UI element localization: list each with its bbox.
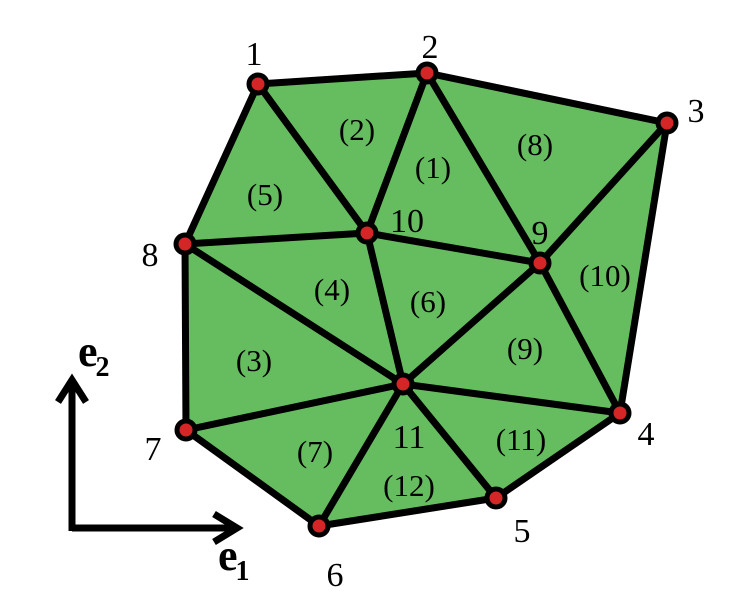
- edge-layer: [181, 69, 671, 530]
- node-marker-9: [528, 251, 552, 275]
- mesh-edge-6-7: [182, 426, 323, 530]
- element-label-11: (11): [496, 422, 547, 457]
- node-label-3: 3: [688, 93, 705, 130]
- mesh-edge-4-5: [492, 409, 624, 502]
- element-label-layer: (1) (2) (3) (4) (5) (6) (7) (8) (9) (10) (11) (12): [236, 112, 631, 503]
- node-marker-3: [655, 111, 679, 135]
- e2-label: e2: [78, 327, 110, 383]
- e2-arrowhead: [55, 373, 89, 404]
- mesh-edge-4-9: [536, 259, 624, 417]
- mesh-edge-10-2: [363, 69, 431, 237]
- node-label-8: 8: [142, 237, 159, 274]
- mesh-edge-2-9: [423, 69, 544, 267]
- element-label-3: (3): [236, 343, 272, 378]
- mesh-edge-11-7: [182, 380, 407, 434]
- element-label-10: (10): [579, 258, 631, 293]
- mesh-edge-10-8: [181, 229, 371, 248]
- mesh-edge-11-9: [399, 259, 544, 388]
- element-label-9: (9): [507, 331, 543, 366]
- mesh-edge-11-4: [399, 380, 624, 417]
- mesh-edge-1-2: [254, 69, 431, 88]
- node-marker-1: [246, 72, 270, 96]
- node-marker-7: [174, 418, 198, 442]
- element-label-7: (7): [297, 434, 333, 469]
- node-marker-2: [415, 61, 439, 85]
- mesh-edge-10-11: [363, 229, 407, 388]
- node-label-1: 1: [246, 36, 263, 73]
- element-label-12: (12): [383, 468, 435, 503]
- node-label-9: 9: [532, 215, 549, 252]
- node-label-11: 11: [393, 419, 426, 456]
- mesh-edge-11-6: [315, 380, 407, 530]
- element-label-1: (1): [415, 150, 451, 185]
- node-layer: [173, 61, 679, 538]
- node-marker-5: [484, 486, 508, 510]
- e1-arrowhead: [212, 511, 244, 545]
- e1-label: e1: [218, 531, 250, 587]
- node-label-5: 5: [514, 513, 531, 550]
- mesh-edge-3-4: [616, 119, 671, 417]
- mesh-edge-3-9: [536, 119, 671, 267]
- node-label-2: 2: [422, 29, 439, 66]
- element-label-8: (8): [517, 127, 553, 162]
- node-marker-6: [307, 514, 331, 538]
- element-label-5: (5): [247, 177, 283, 212]
- element-label-6: (6): [410, 284, 446, 319]
- node-label-10: 10: [390, 203, 424, 240]
- node-marker-10: [355, 221, 379, 245]
- element-label-4: (4): [314, 272, 350, 307]
- mesh-edge-11-8: [181, 240, 407, 388]
- mesh-edge-7-8: [181, 240, 190, 434]
- mesh-edge-1-10: [254, 80, 371, 237]
- node-label-7: 7: [145, 431, 162, 468]
- mesh-edge-2-3: [423, 69, 671, 127]
- mesh-edge-1-8: [181, 80, 262, 248]
- node-marker-8: [173, 232, 197, 256]
- mesh-edge-5-6: [315, 494, 500, 530]
- mesh-edge-11-5: [399, 380, 500, 502]
- node-label-4: 4: [638, 416, 655, 453]
- node-marker-11: [391, 372, 415, 396]
- node-marker-4: [608, 401, 632, 425]
- axis-arrows: [55, 373, 244, 545]
- mesh-edge-10-9: [363, 229, 544, 267]
- element-label-2: (2): [339, 112, 375, 147]
- node-label-layer: 1 2 3 4 5 6 7 8 9 10 11: [142, 29, 705, 594]
- node-label-6: 6: [327, 557, 344, 594]
